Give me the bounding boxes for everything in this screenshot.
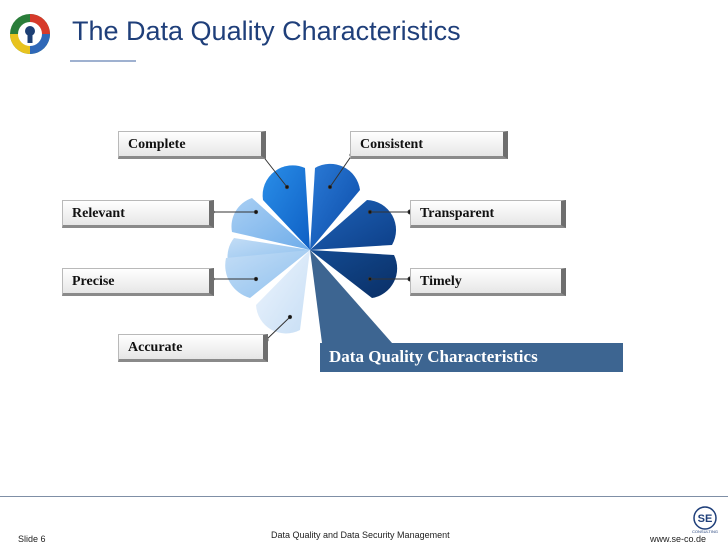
se-consulting-logo-icon: SE CONSULTING xyxy=(688,506,722,534)
footer-website: www.se-co.de xyxy=(650,534,706,544)
footer-title: Data Quality and Data Security Managemen… xyxy=(271,530,450,540)
label-transparent: Transparent xyxy=(410,200,566,228)
label-consistent: Consistent xyxy=(350,131,508,159)
label-accurate: Accurate xyxy=(118,334,268,362)
svg-text:CONSULTING: CONSULTING xyxy=(692,529,718,534)
label-complete: Complete xyxy=(118,131,266,159)
svg-text:SE: SE xyxy=(698,513,713,525)
label-timely: Timely xyxy=(410,268,566,296)
center-label-banner: Data Quality Characteristics xyxy=(320,343,623,372)
footer-divider xyxy=(0,496,728,497)
slide-number: Slide 6 xyxy=(18,534,46,544)
label-relevant: Relevant xyxy=(62,200,214,228)
label-precise: Precise xyxy=(62,268,214,296)
